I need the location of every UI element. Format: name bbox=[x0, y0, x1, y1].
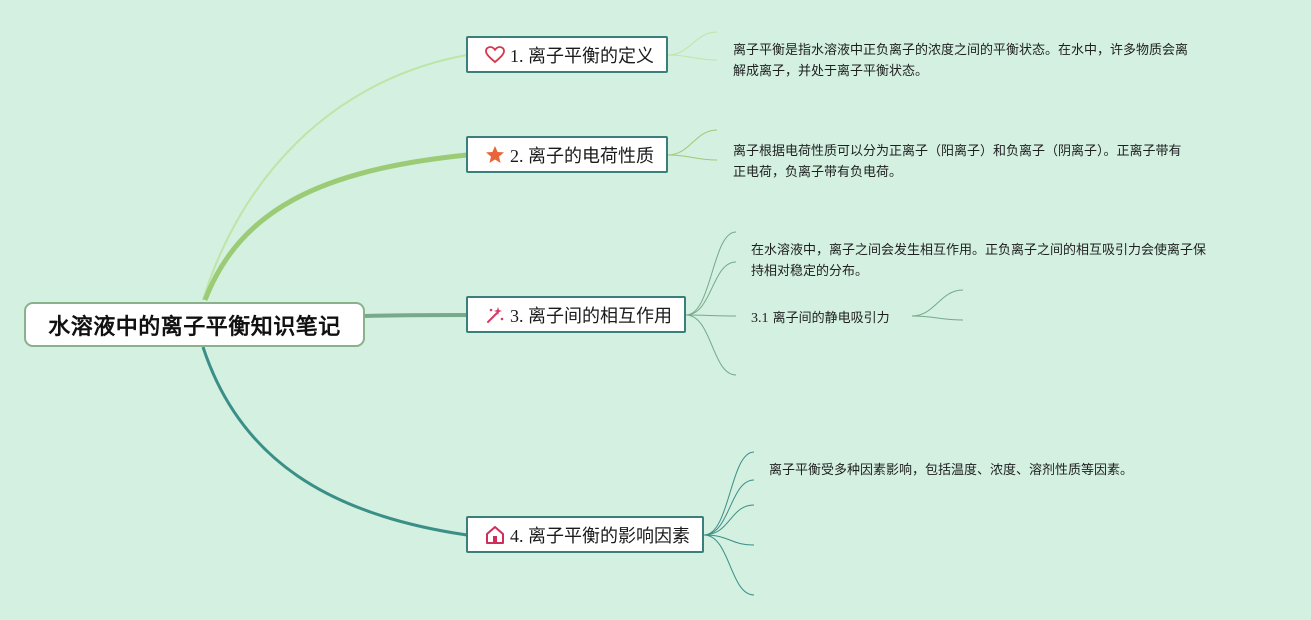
root-topic[interactable]: 水溶液中的离子平衡知识笔记 bbox=[24, 302, 365, 347]
topic-2-note-line-2: 正电荷，负离子带有负电荷。 bbox=[733, 165, 903, 180]
topic-4-leaf-lines bbox=[703, 451, 755, 596]
topic-3-note-line-1: 在水溶液中，离子之间会发生相互作用。正负离子之间的相互吸引力会使离子保 bbox=[751, 243, 1207, 258]
topic-2-note: 离子根据电荷性质可以分为正离子（阳离子）和负离子（阴离子）。正离子带有 正电荷，… bbox=[733, 141, 1182, 183]
topic-4[interactable]: 4. 离子平衡的影响因素 bbox=[466, 516, 704, 553]
topic-3-note: 在水溶液中，离子之间会发生相互作用。正负离子之间的相互吸引力会使离子保 持相对稳… bbox=[751, 240, 1206, 282]
topic-1-label: 1. 离子平衡的定义 bbox=[510, 45, 654, 66]
topic-3-note-line-2: 持相对稳定的分布。 bbox=[751, 264, 869, 279]
root-title: 水溶液中的离子平衡知识笔记 bbox=[48, 314, 341, 340]
branch-connector-4 bbox=[201, 346, 468, 537]
star-icon bbox=[484, 144, 506, 166]
branch-connector-3 bbox=[364, 313, 468, 318]
topic-4-label: 4. 离子平衡的影响因素 bbox=[510, 525, 690, 546]
sparkle-icon bbox=[484, 304, 506, 326]
topic-2[interactable]: 2. 离子的电荷性质 bbox=[466, 136, 668, 173]
topic-4-note-line-1: 离子平衡受多种因素影响，包括温度、浓度、溶剂性质等因素。 bbox=[769, 463, 1134, 478]
topic-3-leaf-lines bbox=[685, 231, 964, 376]
home-icon bbox=[484, 524, 506, 546]
topic-2-leaf-lines bbox=[667, 129, 718, 161]
topic-3[interactable]: 3. 离子间的相互作用 bbox=[466, 296, 686, 333]
topic-2-label: 2. 离子的电荷性质 bbox=[510, 145, 654, 166]
topic-3-label: 3. 离子间的相互作用 bbox=[510, 305, 672, 326]
topic-1-note-line-2: 解成离子，并处于离子平衡状态。 bbox=[733, 64, 929, 79]
subtopic-3-1-number: 3.1 bbox=[751, 311, 769, 326]
subtopic-3-1[interactable]: 3.1 离子间的静电吸引力 bbox=[751, 307, 890, 327]
subtopic-3-1-label: 离子间的静电吸引力 bbox=[772, 311, 890, 326]
heart-icon bbox=[484, 44, 506, 66]
topic-1-note-line-1: 离子平衡是指水溶液中正负离子的浓度之间的平衡状态。在水中，许多物质会离 bbox=[733, 43, 1189, 58]
branch-connector-2 bbox=[202, 152, 468, 301]
branch-connector-1 bbox=[202, 54, 468, 301]
topic-2-note-line-1: 离子根据电荷性质可以分为正离子（阳离子）和负离子（阴离子）。正离子带有 bbox=[733, 144, 1182, 159]
topic-1-note: 离子平衡是指水溶液中正负离子的浓度之间的平衡状态。在水中，许多物质会离 解成离子… bbox=[733, 40, 1188, 82]
topic-1-leaf-lines bbox=[667, 31, 718, 61]
topic-1[interactable]: 1. 离子平衡的定义 bbox=[466, 36, 668, 73]
topic-4-note: 离子平衡受多种因素影响，包括温度、浓度、溶剂性质等因素。 bbox=[769, 460, 1133, 481]
